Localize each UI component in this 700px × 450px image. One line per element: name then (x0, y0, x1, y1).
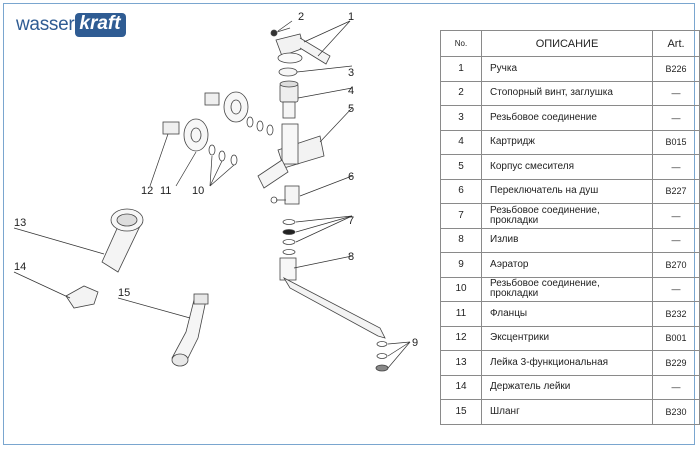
part-flanges (162, 91, 249, 152)
row-no: 1 (440, 56, 482, 82)
part-thread-seals (208, 116, 274, 166)
exploded-view-diagram: 1 2 3 4 5 6 7 8 9 10 11 12 13 14 15 (13, 11, 418, 372)
part-hose (171, 293, 209, 367)
row-description: Излив (481, 227, 653, 253)
parts-table-header: No. ОПИСАНИЕ Art. (440, 30, 700, 57)
header-description: ОПИСАНИЕ (481, 30, 653, 57)
row-no: 6 (440, 178, 482, 204)
row-art: B270 (652, 252, 700, 278)
part-spout (279, 257, 386, 339)
callout-10: 10 (192, 185, 204, 197)
callout-13: 13 (14, 217, 26, 229)
part-screw (270, 27, 291, 37)
row-no: 7 (440, 203, 482, 229)
row-description: Эксцентрики (481, 325, 653, 351)
part-thread-ring (278, 67, 298, 77)
row-art: — (652, 105, 700, 131)
callout-7: 7 (348, 215, 354, 227)
callout-3: 3 (348, 67, 354, 79)
callout-5: 5 (348, 103, 354, 115)
row-art: — (652, 154, 700, 180)
row-art: — (652, 276, 700, 302)
callout-15: 15 (118, 287, 130, 299)
part-shower-head (101, 208, 144, 273)
part-handle (275, 33, 331, 65)
row-art: B001 (652, 325, 700, 351)
row-description: Резьбовое соединение, прокладки (481, 203, 653, 229)
callout-12: 12 (141, 185, 153, 197)
row-no: 5 (440, 154, 482, 180)
header-no: No. (440, 30, 482, 57)
row-description: Корпус смесителя (481, 154, 653, 180)
row-no: 10 (440, 276, 482, 302)
row-no: 2 (440, 80, 482, 106)
row-art: B015 (652, 129, 700, 155)
row-art: B230 (652, 399, 700, 425)
row-no: 14 (440, 374, 482, 400)
row-art: B229 (652, 350, 700, 376)
row-description: Шланг (481, 399, 653, 425)
row-description: Фланцы (481, 301, 653, 327)
callout-6: 6 (348, 171, 354, 183)
row-art: B226 (652, 56, 700, 82)
row-art: — (652, 227, 700, 253)
callout-9: 9 (412, 337, 418, 349)
callout-2: 2 (298, 11, 304, 23)
row-art: — (652, 203, 700, 229)
brand-logo-right: kraft (75, 13, 126, 37)
row-no: 13 (440, 350, 482, 376)
row-no: 8 (440, 227, 482, 253)
row-description: Резьбовое соединение (481, 105, 653, 131)
row-description: Аэратор (481, 252, 653, 278)
row-no: 11 (440, 301, 482, 327)
callout-8: 8 (348, 251, 354, 263)
row-no: 9 (440, 252, 482, 278)
callout-1: 1 (348, 11, 354, 23)
part-holder (65, 285, 99, 309)
row-art: B227 (652, 178, 700, 204)
callout-14: 14 (14, 261, 26, 273)
part-seals (282, 219, 296, 255)
row-description: Стопорный винт, заглушка (481, 80, 653, 106)
row-no: 15 (440, 399, 482, 425)
row-no: 12 (440, 325, 482, 351)
row-art: B232 (652, 301, 700, 327)
header-art: Art. (652, 30, 700, 57)
row-no: 3 (440, 105, 482, 131)
row-art: — (652, 374, 700, 400)
part-aerator (375, 341, 389, 372)
row-description: Переключатель на душ (481, 178, 653, 204)
part-mixer-body (257, 123, 325, 189)
callout-4: 4 (348, 85, 354, 97)
callout-11: 11 (160, 185, 171, 197)
row-description: Ручка (481, 56, 653, 82)
row-description: Лейка 3-функциональная (481, 350, 653, 376)
brand-logo-left: wasser (16, 14, 75, 35)
part-cartridge (279, 80, 299, 119)
row-description: Резьбовое соединение, прокладки (481, 276, 653, 302)
row-description: Держатель лейки (481, 374, 653, 400)
row-description: Картридж (481, 129, 653, 155)
row-no: 4 (440, 129, 482, 155)
part-diverter (270, 185, 300, 205)
row-art: — (652, 80, 700, 106)
